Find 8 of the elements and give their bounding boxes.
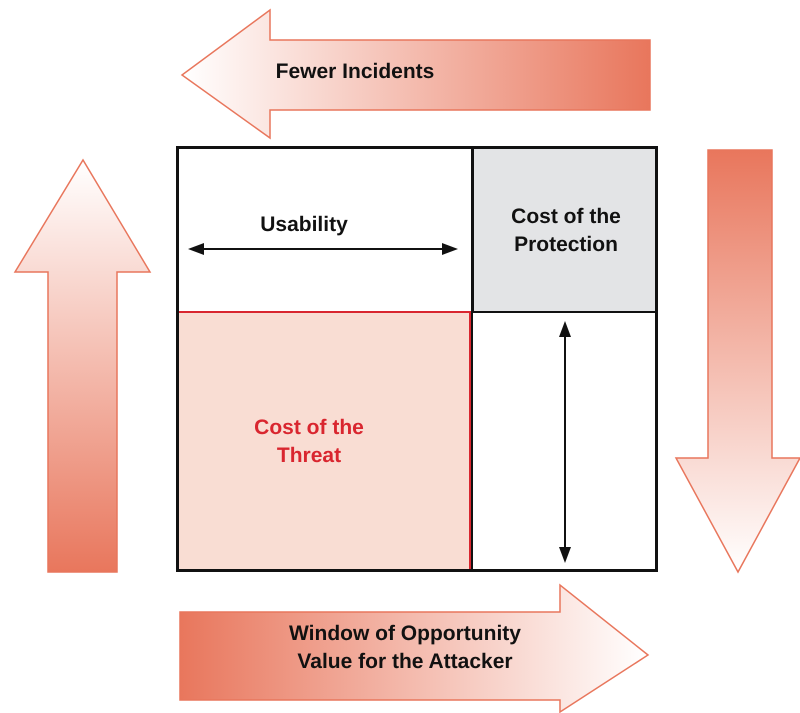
quadrant-label: Cost of the Threat (253, 415, 365, 469)
quadrant-cell (471, 311, 655, 569)
quadrant-cell (179, 311, 471, 569)
quadrant-label: Usability (259, 212, 349, 238)
quadrant-label: Cost of the Protection (510, 204, 622, 258)
arrow-label: Fewer Incidents (274, 59, 436, 85)
quadrant-cell (471, 149, 655, 311)
arrow-label: Window of Opportunity Value for the Attacker (288, 621, 522, 675)
